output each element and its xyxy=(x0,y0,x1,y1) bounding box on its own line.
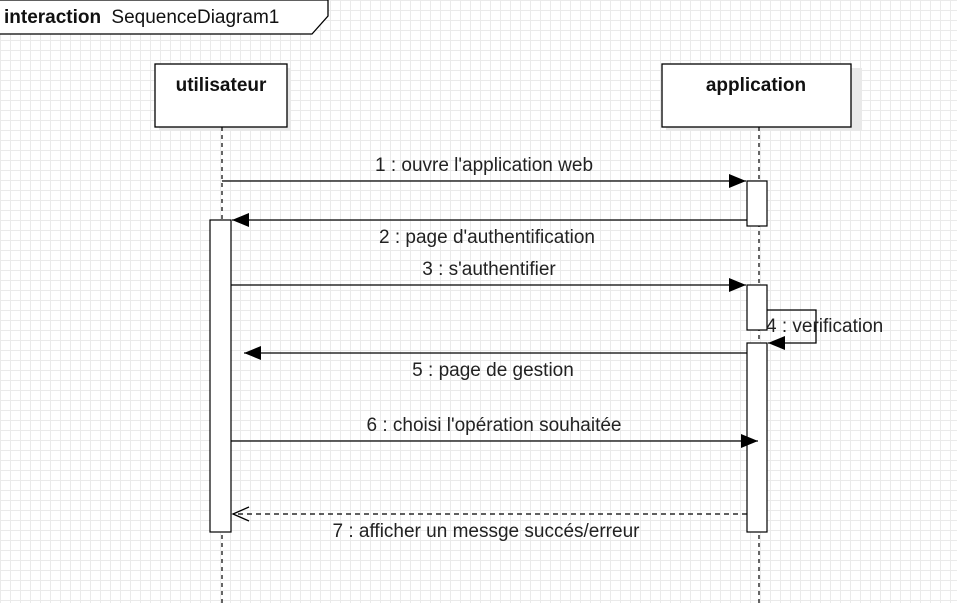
message-label-7: 7 : afficher un messge succés/erreur xyxy=(333,521,641,542)
arrowhead-open xyxy=(231,506,250,522)
arrowhead-filled xyxy=(729,278,746,292)
frame-name: SequenceDiagram1 xyxy=(111,7,279,28)
message-label-3: 3 : s'authentifier xyxy=(422,259,556,280)
arrowhead-filled xyxy=(768,336,785,350)
message-arrow-4 xyxy=(767,309,817,344)
message-label-1: 1 : ouvre l'application web xyxy=(375,155,593,176)
arrowhead-filled xyxy=(741,434,758,448)
message-label-4: 4 : verification xyxy=(766,316,883,337)
lifeline-name-application: application xyxy=(706,75,806,96)
arrowhead-filled xyxy=(729,174,746,188)
frame-tab xyxy=(0,0,329,35)
message-label-6: 6 : choisi l'opération souhaitée xyxy=(366,415,621,436)
arrowhead-filled xyxy=(232,213,249,227)
activation-bar-application-2 xyxy=(746,284,768,331)
lifeline-box-application[interactable] xyxy=(661,63,852,128)
activation-bar-application-3 xyxy=(746,342,768,533)
message-label-5: 5 : page de gestion xyxy=(412,360,574,381)
activation-bar-utilisateur xyxy=(209,219,232,533)
activation-bar-application-1 xyxy=(746,180,768,227)
frame-title: interaction SequenceDiagram1 xyxy=(4,7,279,28)
message-label-2: 2 : page d'authentification xyxy=(379,227,595,248)
frame-keyword: interaction xyxy=(4,7,101,28)
arrowhead-filled xyxy=(244,346,261,360)
lifeline-box-utilisateur[interactable] xyxy=(154,63,288,128)
lifeline-name-utilisateur: utilisateur xyxy=(176,75,267,96)
